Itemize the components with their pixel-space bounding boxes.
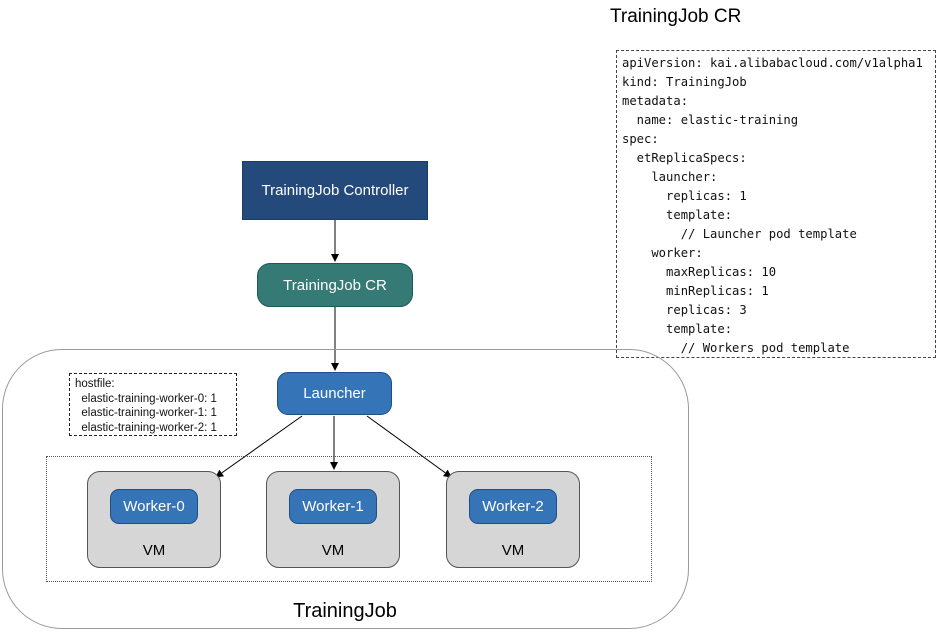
hostfile-title: hostfile: — [75, 378, 115, 390]
worker-1-node: Worker-1 — [289, 489, 377, 524]
hostfile-box: hostfile: elastic-training-worker-0: 1 e… — [69, 373, 237, 436]
yaml-line: worker: — [622, 246, 703, 260]
yaml-line: apiVersion: kai.alibabacloud.com/v1alpha… — [622, 56, 923, 70]
yaml-line: kind: TrainingJob — [622, 75, 747, 89]
yaml-line: spec: — [622, 132, 659, 146]
yaml-line: name: elastic-training — [622, 113, 799, 127]
yaml-line: minReplicas: 1 — [622, 284, 769, 298]
hostfile-entry: elastic-training-worker-1: 1 — [75, 407, 217, 419]
yaml-line: template: — [622, 208, 733, 222]
yaml-line: // Launcher pod template — [622, 227, 857, 241]
vm-group-boundary — [46, 456, 652, 582]
arrow-launcher-to-worker-2 — [366, 415, 452, 478]
yaml-line: // Workers pod template — [622, 341, 850, 355]
yaml-spec-box: apiVersion: kai.alibabacloud.com/v1alpha… — [616, 50, 936, 358]
vm-label: VM — [142, 542, 166, 559]
yaml-line: launcher: — [622, 170, 718, 184]
yaml-line: replicas: 3 — [622, 303, 747, 317]
vm-label: VM — [501, 542, 525, 559]
trainingjob-controller-node: TrainingJob Controller — [242, 161, 428, 220]
yaml-line: metadata: — [622, 94, 689, 108]
hostfile-entry: elastic-training-worker-2: 1 — [75, 421, 217, 434]
yaml-line: maxReplicas: 10 — [622, 265, 777, 279]
trainingjob-cr-node: TrainingJob CR — [257, 263, 413, 307]
worker-2-node: Worker-2 — [469, 489, 557, 524]
trainingjob-label: TrainingJob — [293, 600, 397, 622]
arrow-launcher-to-worker-0 — [215, 415, 303, 478]
launcher-node: Launcher — [277, 372, 392, 415]
yaml-line: template: — [622, 322, 733, 336]
trainingjob-container — [2, 349, 689, 629]
hostfile-entry: elastic-training-worker-0: 1 — [75, 392, 217, 405]
vm-label: VM — [321, 542, 345, 559]
yaml-line: etReplicaSpecs: — [622, 151, 747, 165]
yaml-line: replicas: 1 — [622, 189, 747, 203]
worker-0-node: Worker-0 — [110, 489, 198, 524]
yaml-title: TrainingJob CR — [610, 6, 742, 27]
